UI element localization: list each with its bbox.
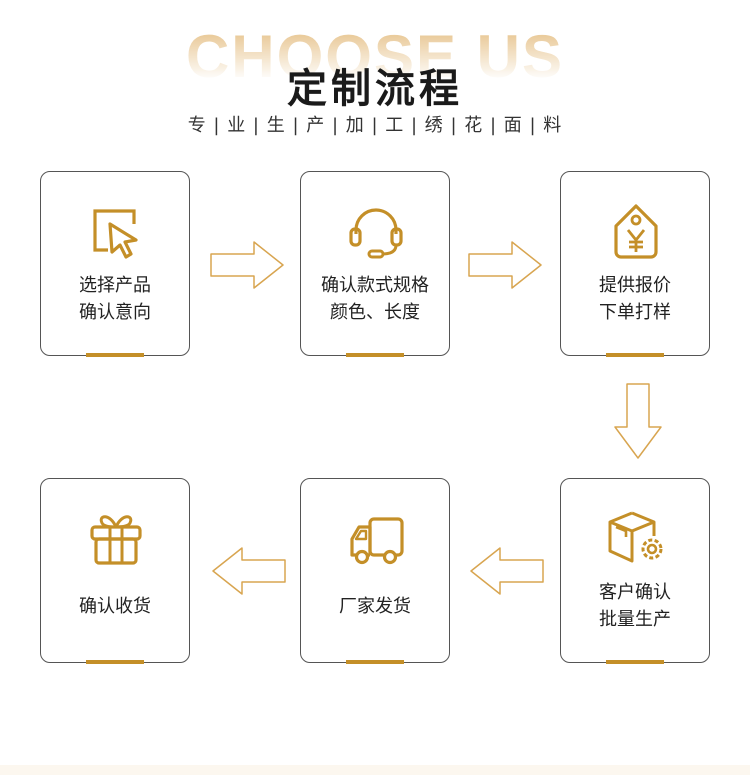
card-accent-bar — [606, 660, 664, 664]
arrow-left-icon — [470, 547, 544, 595]
step-label: 确认款式规格 颜色、长度 — [321, 275, 429, 323]
step-card-mass-production: 客户确认 批量生产 — [560, 478, 710, 664]
step-card-select-product: 选择产品 确认意向 — [40, 171, 190, 357]
step-card-confirm-style: 确认款式规格 颜色、长度 — [300, 171, 450, 357]
page-subtitle: 专 | 业 | 生 | 产 | 加 | 工 | 绣 | 花 | 面 | 料 — [187, 115, 563, 136]
step-card-receive-goods: 确认收货 — [40, 478, 190, 664]
background-title: CHOOSE US — [185, 23, 565, 90]
step-card-factory-shipping: 厂家发货 — [300, 478, 450, 664]
box-settings-icon — [608, 511, 663, 563]
card-accent-bar — [346, 353, 404, 357]
step-label: 确认收货 — [79, 596, 151, 617]
step-label: 客户确认 批量生产 — [599, 582, 671, 630]
arrow-right-icon — [210, 241, 284, 289]
step-card-quotation: 提供报价 下单打样 — [560, 171, 710, 357]
step-label: 厂家发货 — [339, 596, 411, 617]
arrow-right-icon — [468, 241, 542, 289]
step-label: 选择产品 确认意向 — [79, 275, 151, 323]
delivery-truck-icon — [350, 517, 404, 565]
gift-box-icon — [90, 515, 142, 565]
card-accent-bar — [86, 660, 144, 664]
bottom-band — [0, 765, 750, 775]
card-accent-bar — [86, 353, 144, 357]
page-title: 定制流程 — [287, 66, 463, 112]
price-tag-icon — [614, 204, 658, 259]
card-accent-bar — [346, 660, 404, 664]
arrow-down-icon — [614, 383, 662, 459]
arrow-left-icon — [212, 547, 286, 595]
card-accent-bar — [606, 353, 664, 357]
cursor-select-icon — [93, 209, 138, 259]
headset-icon — [349, 208, 403, 259]
step-label: 提供报价 下单打样 — [599, 275, 671, 323]
